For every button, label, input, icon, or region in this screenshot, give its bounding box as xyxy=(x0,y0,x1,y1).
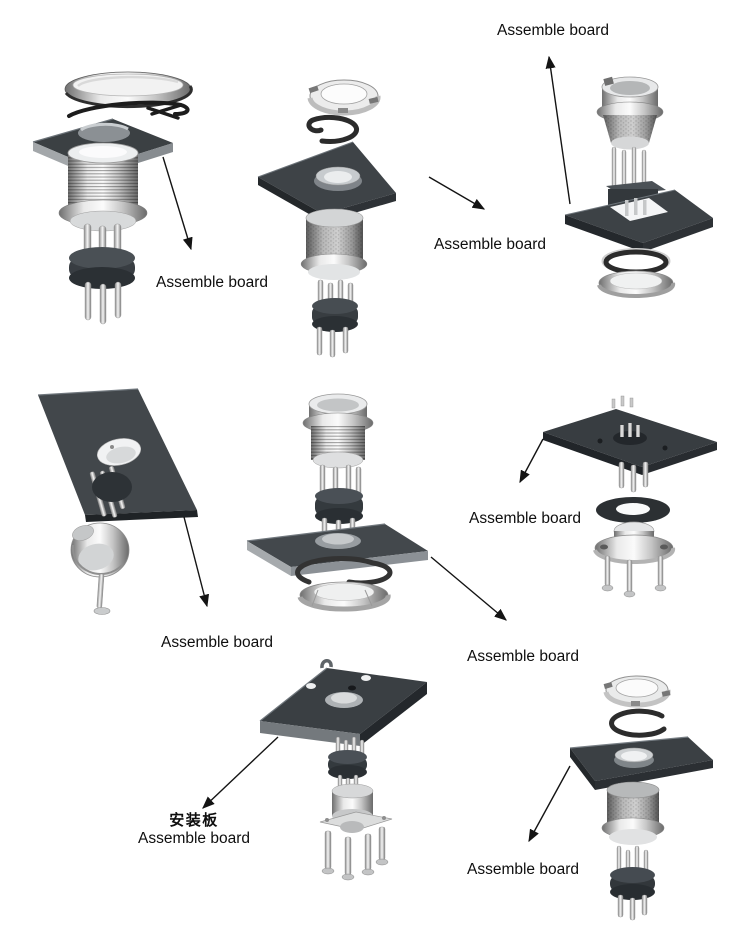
connector-shell xyxy=(70,522,130,578)
screws xyxy=(601,555,667,598)
snap-ring xyxy=(609,708,667,738)
label-block-bottom-left: 安装板 Assemble board xyxy=(136,812,252,847)
label-assemble-board-top: Assemble board xyxy=(497,22,610,39)
mounting-board xyxy=(543,395,717,475)
label-assemble-board-mid-right: Assemble board xyxy=(469,510,582,527)
connector-shell xyxy=(601,781,665,845)
arrow-upper-center xyxy=(428,176,486,210)
pin-insert xyxy=(312,279,358,358)
assembly-mid-right xyxy=(543,395,717,598)
lock-ring xyxy=(603,675,671,708)
arrow-bottom-left xyxy=(202,736,279,809)
screws xyxy=(321,826,389,881)
flat-washer xyxy=(596,497,670,523)
mounting-board xyxy=(257,141,396,222)
hex-nut xyxy=(597,270,676,299)
pin-grommet xyxy=(89,466,132,518)
threaded-shell xyxy=(58,142,148,232)
mounting-board xyxy=(37,388,198,522)
contact-pins xyxy=(618,461,649,493)
mounting-board xyxy=(259,667,427,746)
assembly-top-center xyxy=(257,79,396,358)
connector-shell xyxy=(302,393,374,469)
arrow-mid-right xyxy=(519,438,544,484)
assembly-bottom-right xyxy=(569,675,713,921)
o-ring xyxy=(601,248,671,275)
hex-nut xyxy=(297,581,391,612)
square-flange xyxy=(319,811,393,833)
arrow-mid-center xyxy=(430,556,507,621)
label-assemble-board-bottom-left: Assemble board xyxy=(137,829,250,847)
mounting-board xyxy=(569,736,713,790)
annotation-arrows xyxy=(162,55,571,843)
connector-shell xyxy=(300,208,368,280)
label-assemble-board-bottom-right: Assemble board xyxy=(467,861,580,878)
lock-ring xyxy=(307,79,381,116)
arrow-mid-left xyxy=(183,516,210,608)
jam-nut xyxy=(64,71,193,109)
assembly-top-right xyxy=(564,76,713,299)
label-assemble-board-mid-left: Assemble board xyxy=(161,634,274,651)
hook-clip xyxy=(320,659,333,669)
spring-washer xyxy=(295,555,393,586)
pin-insert xyxy=(610,845,655,921)
connector-shell xyxy=(596,76,664,150)
mounting-board xyxy=(564,189,713,252)
screw xyxy=(93,573,111,615)
label-assemble-board-mid-center: Assemble board xyxy=(467,648,580,665)
flange-connector xyxy=(593,521,676,565)
retaining-clip xyxy=(67,100,190,120)
assembly-top-left xyxy=(32,71,193,325)
contact-pins xyxy=(611,146,647,190)
label-assemble-board-upper-left: Assemble board xyxy=(156,274,269,291)
label-mounting-board-cn: 安装板 xyxy=(169,812,219,829)
pin-grommet xyxy=(69,223,135,325)
arrow-top-right xyxy=(545,55,571,205)
mounting-board xyxy=(246,523,428,576)
pin-grommet xyxy=(315,464,363,545)
arrow-bottom-right xyxy=(528,765,571,843)
assembly-mid-center xyxy=(246,393,428,612)
snap-ring xyxy=(306,114,360,144)
arrow-upper-left xyxy=(162,156,193,251)
assembly-bottom-center xyxy=(259,659,427,881)
label-assemble-board-upper-center: Assemble board xyxy=(434,236,547,253)
assembly-mid-left xyxy=(37,388,198,615)
